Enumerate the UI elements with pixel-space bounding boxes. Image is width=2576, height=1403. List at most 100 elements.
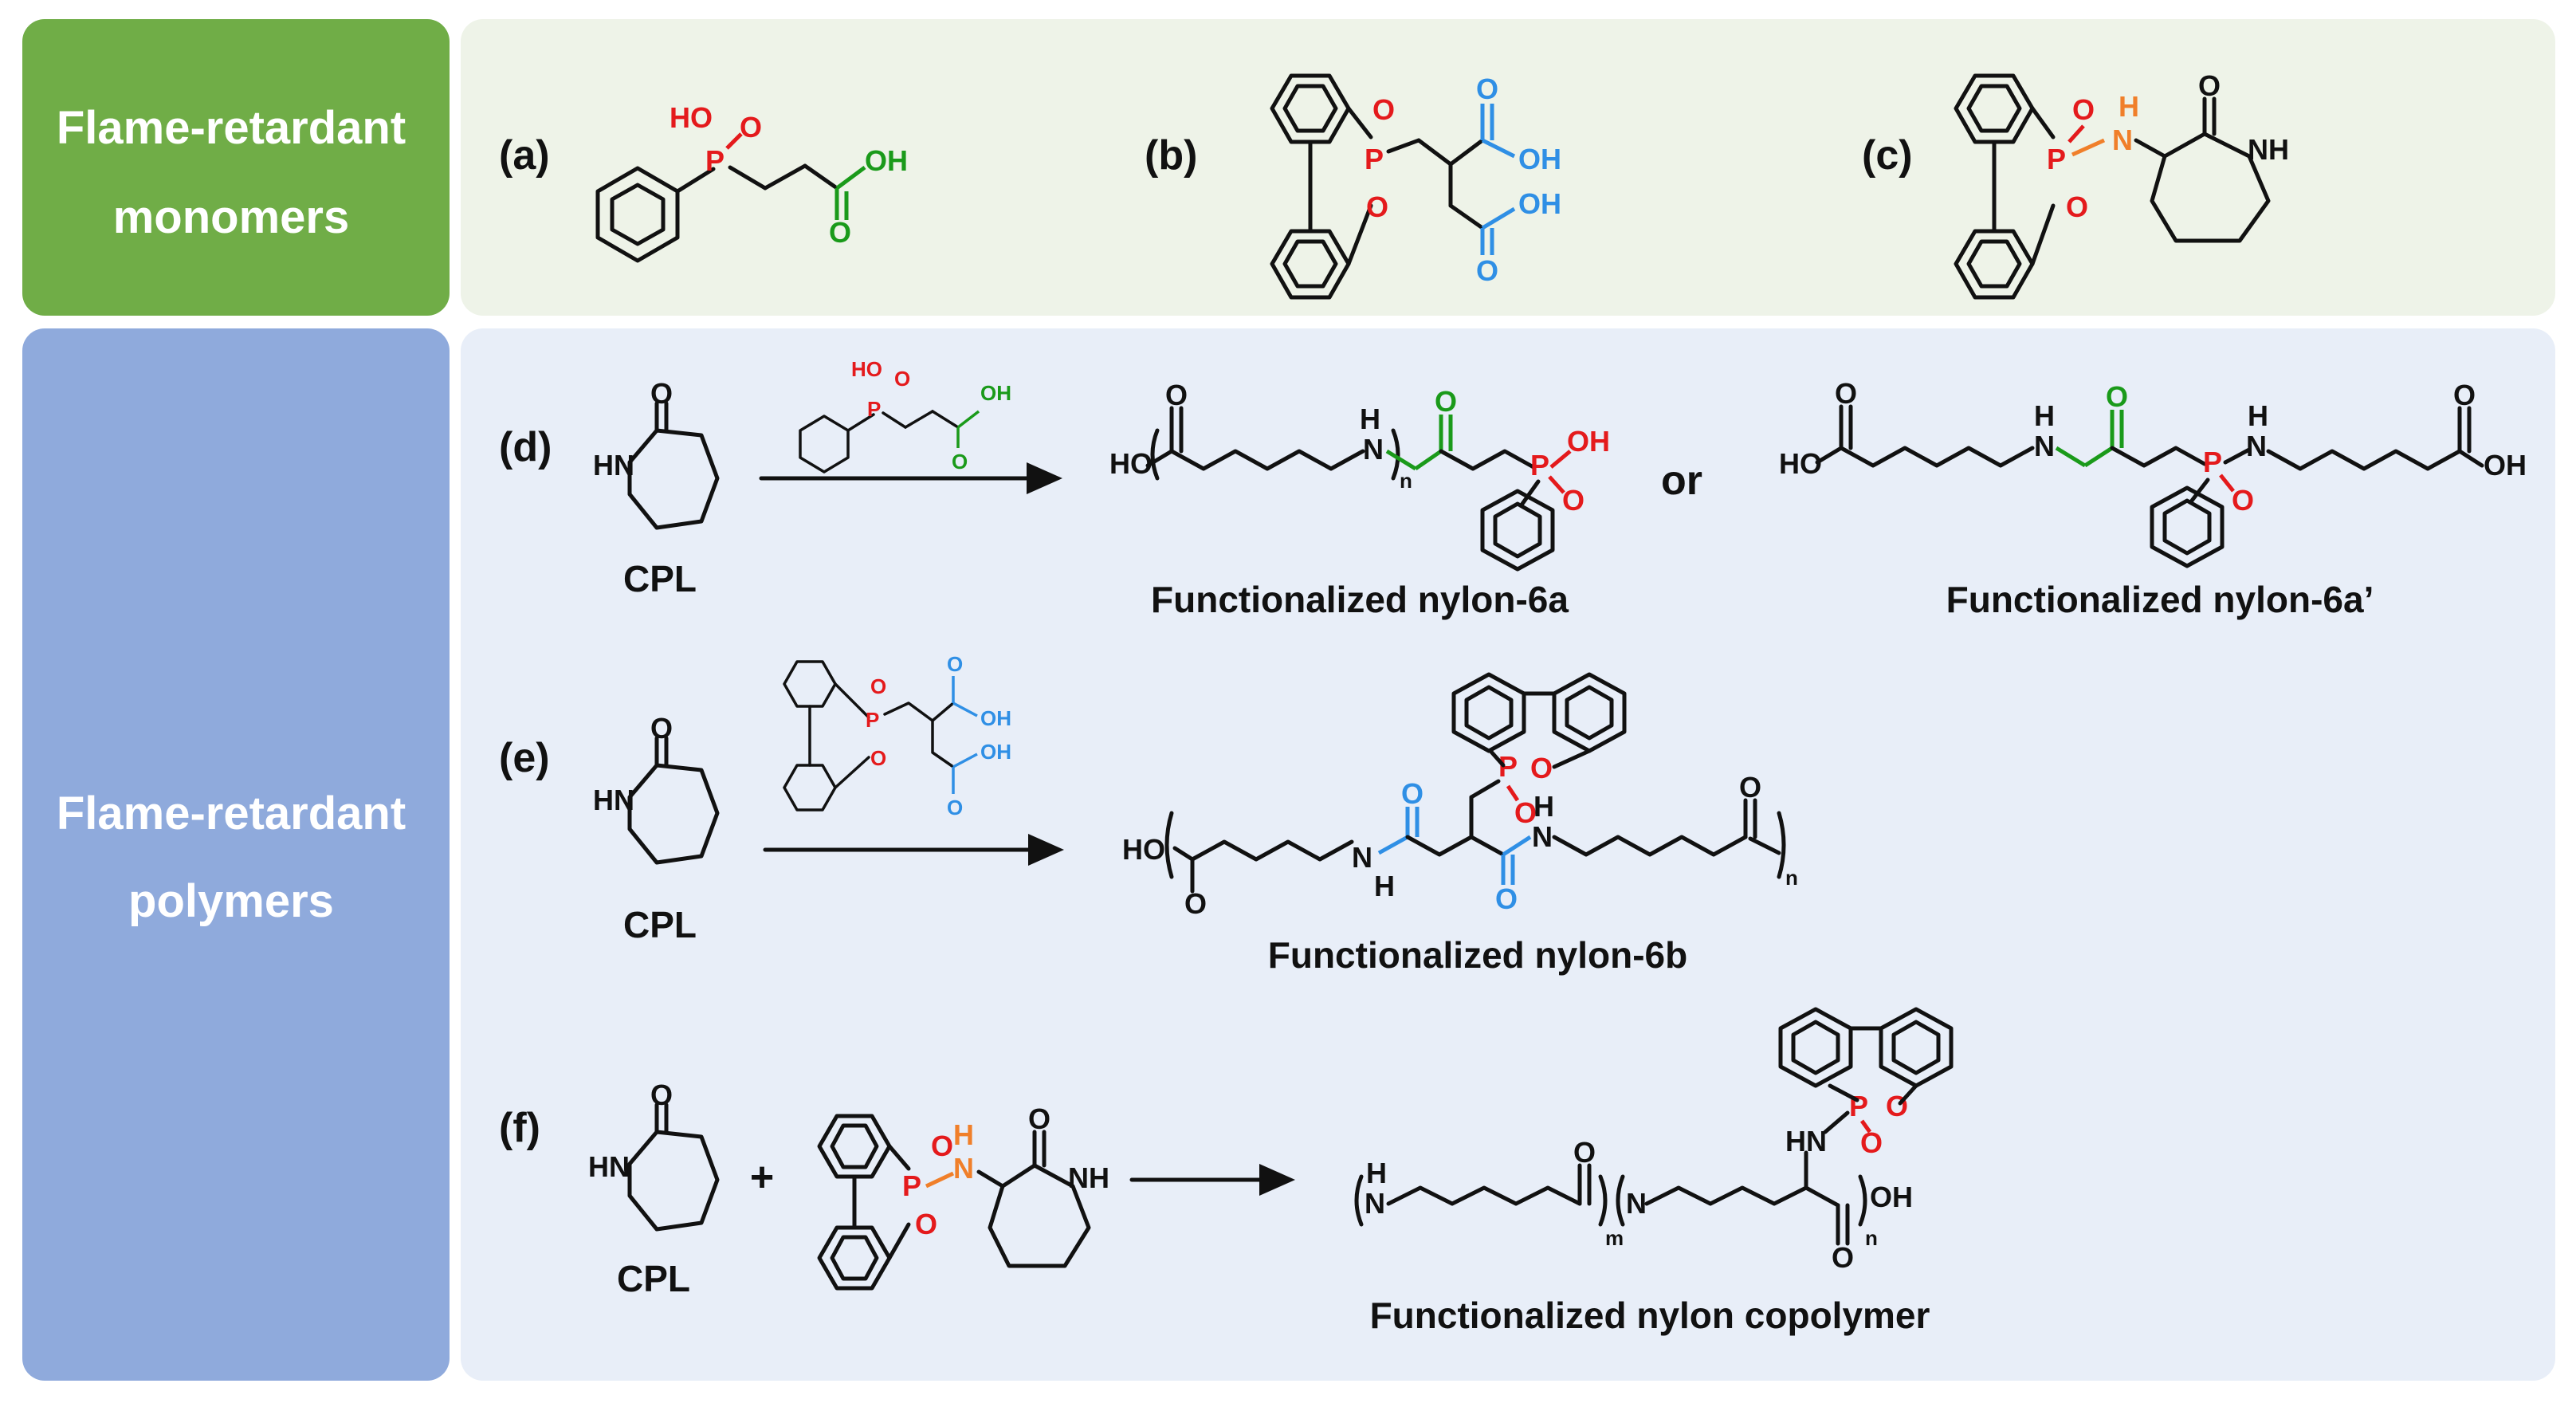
atom-O: O [1835, 377, 1857, 410]
atom-O: O [1495, 882, 1518, 915]
atom-P: P [1530, 449, 1549, 481]
atom-O: O [1435, 385, 1457, 418]
panel-label-a: (a) [499, 132, 550, 179]
product-nylon-6a-prime: Functionalized nylon-6a’ [1946, 579, 2374, 620]
atom-O: O [894, 367, 910, 391]
atom-OH: OH [2484, 449, 2527, 481]
atom-P: P [2047, 143, 2066, 175]
atom-H: H [2119, 90, 2139, 123]
atom-OH: OH [1567, 425, 1610, 458]
atom-O: O [947, 652, 963, 676]
monomers-title-line2: monomers [113, 191, 350, 243]
monomer-a-structure: P HO O OH O [595, 101, 908, 263]
atom-N: N [2246, 430, 2267, 462]
plus-sign: + [750, 1154, 774, 1201]
atom-O: O [1514, 796, 1537, 829]
atom-NH: NH [2248, 133, 2289, 166]
or-label: or [1661, 458, 1702, 504]
atom-NH: NH [1068, 1161, 1109, 1194]
atom-n: n [1400, 469, 1412, 493]
atom-H: H [1360, 403, 1380, 435]
atom-OH: OH [1518, 143, 1561, 175]
atom-OH: OH [1518, 187, 1561, 220]
atom-HO: HO [851, 357, 882, 381]
atom-OH: OH [865, 144, 908, 177]
atom-N: N [953, 1152, 974, 1185]
atom-O: O [2453, 379, 2476, 411]
atom-O: O [740, 111, 762, 143]
atom-P: P [2203, 446, 2222, 478]
atom-O: O [1028, 1102, 1050, 1135]
atom-HN: HN [593, 784, 634, 816]
panel-label-d: (d) [499, 424, 552, 470]
atom-O: O [1562, 484, 1584, 517]
atom-P: P [1498, 750, 1518, 783]
product-nylon-6b: Functionalized nylon-6b [1268, 934, 1687, 976]
cpl-label-e: CPL [623, 904, 697, 945]
atom-N: N [1532, 820, 1553, 853]
product-nylon-6a: Functionalized nylon-6a [1151, 579, 1569, 620]
atom-H: H [2034, 399, 2055, 432]
monomer-c-structure: P O O H N O NH [1954, 69, 2289, 300]
atom-H: H [1533, 790, 1554, 823]
atom-O: O [650, 377, 673, 410]
atom-P: P [866, 708, 879, 732]
atom-H: H [2248, 399, 2268, 432]
atom-O: O [1886, 1090, 1908, 1122]
atom-P: P [1849, 1090, 1868, 1122]
atom-n: n [1785, 866, 1798, 890]
atom-OH: OH [980, 740, 1011, 764]
atom-P: P [705, 144, 724, 177]
atom-O: O [1860, 1126, 1883, 1159]
atom-N: N [1626, 1187, 1647, 1220]
atom-n: n [1865, 1226, 1878, 1250]
atom-O: O [829, 216, 851, 249]
monomers-panel [461, 19, 2555, 316]
reaction-f: O HN CPL + P O O H N O NH N H O m [588, 1007, 1954, 1336]
polymers-panel [461, 328, 2555, 1381]
polymers-title-line2: polymers [128, 875, 334, 927]
atom-O: O [2106, 380, 2128, 413]
atom-O: O [1573, 1136, 1596, 1169]
atom-O: O [1401, 777, 1423, 810]
atom-O: O [1739, 771, 1761, 804]
atom-O: O [1372, 93, 1395, 126]
polymers-header [22, 328, 450, 1381]
atom-O: O [915, 1208, 937, 1240]
atom-O: O [2072, 93, 2095, 126]
atom-HO: HO [1122, 833, 1165, 866]
atom-O: O [650, 1079, 673, 1111]
atom-O: O [2232, 484, 2254, 517]
atom-OH: OH [980, 706, 1011, 730]
atom-N: N [1352, 841, 1372, 874]
cpl-label-f: CPL [617, 1258, 690, 1299]
cpl-label-d: CPL [623, 558, 697, 599]
atom-O: O [1530, 752, 1553, 784]
atom-HN: HN [1785, 1125, 1827, 1157]
atom-HO: HO [670, 101, 713, 134]
atom-N: N [2034, 430, 2055, 462]
panel-label-c: (c) [1862, 132, 1913, 179]
monomers-title-line1: Flame-retardant [57, 102, 406, 154]
atom-O: O [870, 746, 886, 770]
atom-O: O [1832, 1241, 1854, 1274]
panel-label-f: (f) [499, 1105, 540, 1151]
panel-label-e: (e) [499, 735, 550, 781]
product-nylon-copolymer: Functionalized nylon copolymer [1370, 1295, 1930, 1336]
atom-H: H [1366, 1157, 1387, 1189]
atom-O: O [650, 712, 673, 745]
atom-OH: OH [980, 381, 1011, 405]
atom-H: H [953, 1118, 974, 1151]
atom-O: O [2198, 69, 2221, 102]
atom-HO: HO [1779, 447, 1822, 480]
atom-N: N [1365, 1187, 1385, 1220]
reaction-d: O HN CPL P HO O OH O HO O N H n O [593, 357, 2527, 620]
atom-O: O [1184, 887, 1207, 920]
atom-HO: HO [1109, 447, 1153, 480]
atom-O: O [870, 674, 886, 698]
atom-N: N [1363, 433, 1384, 466]
atom-m: m [1605, 1226, 1624, 1250]
atom-P: P [902, 1169, 921, 1202]
atom-HN: HN [588, 1150, 630, 1183]
atom-P: P [867, 397, 881, 421]
